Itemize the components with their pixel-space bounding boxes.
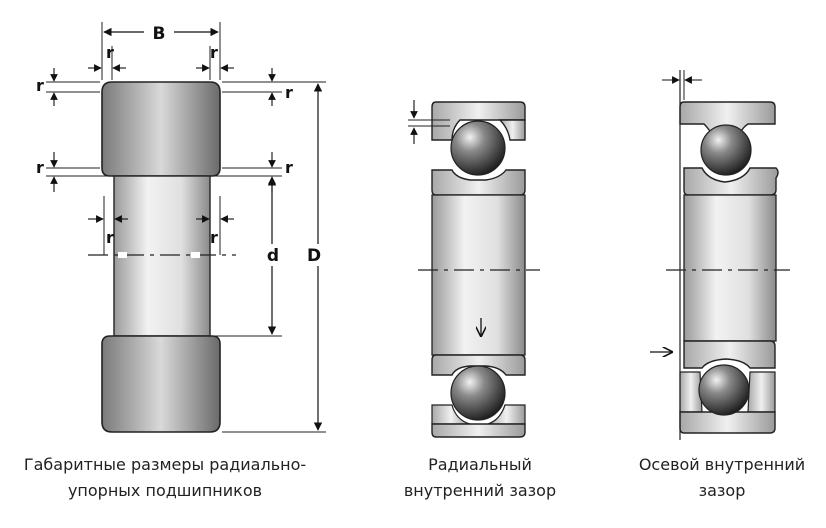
radial-bottom-ball: [450, 365, 506, 421]
label-r-top-left: r: [106, 43, 114, 62]
outer-ring-bottom: [101, 335, 221, 433]
label-r-top-right: r: [210, 43, 218, 62]
label-r-right-mid: r: [285, 158, 293, 177]
label-r-inner-right: r: [210, 228, 218, 247]
caption-radial-clearance: Радиальный внутренний зазор: [380, 452, 580, 504]
label-r-left-top: r: [36, 76, 44, 95]
radial-top-outer-ring: [431, 101, 526, 141]
label-r-inner-left: r: [106, 228, 114, 247]
label-D: D: [307, 246, 321, 266]
caption-radial-line2: внутренний зазор: [403, 481, 557, 500]
caption-axial-line2: зазор: [698, 481, 746, 500]
radial-top-ball: [450, 120, 506, 176]
radial-bore: [431, 194, 526, 356]
label-r-left-mid: r: [36, 158, 44, 177]
caption-dimensions-line2: упорных подшипников: [67, 481, 263, 500]
label-r-right-top: r: [285, 83, 293, 102]
caption-axial-line1: Осевой внутренний: [638, 455, 806, 474]
label-d: d: [267, 246, 279, 266]
axial-bottom-ball: [698, 364, 750, 416]
label-B: B: [153, 24, 166, 44]
caption-dimensions: Габаритные размеры радиально- упорных по…: [0, 452, 330, 504]
outer-ring-top: [101, 81, 221, 177]
caption-axial-clearance: Осевой внутренний зазор: [622, 452, 822, 504]
caption-radial-line1: Радиальный: [428, 455, 532, 474]
figure-radial-clearance: [408, 100, 540, 438]
axial-top-ball: [700, 124, 752, 176]
axial-bore: [683, 194, 777, 342]
figure-axial-clearance: [650, 70, 790, 440]
caption-dimensions-line1: Габаритные размеры радиально-: [23, 455, 307, 474]
figure-dimensions: B r r r r r r: [36, 22, 332, 433]
